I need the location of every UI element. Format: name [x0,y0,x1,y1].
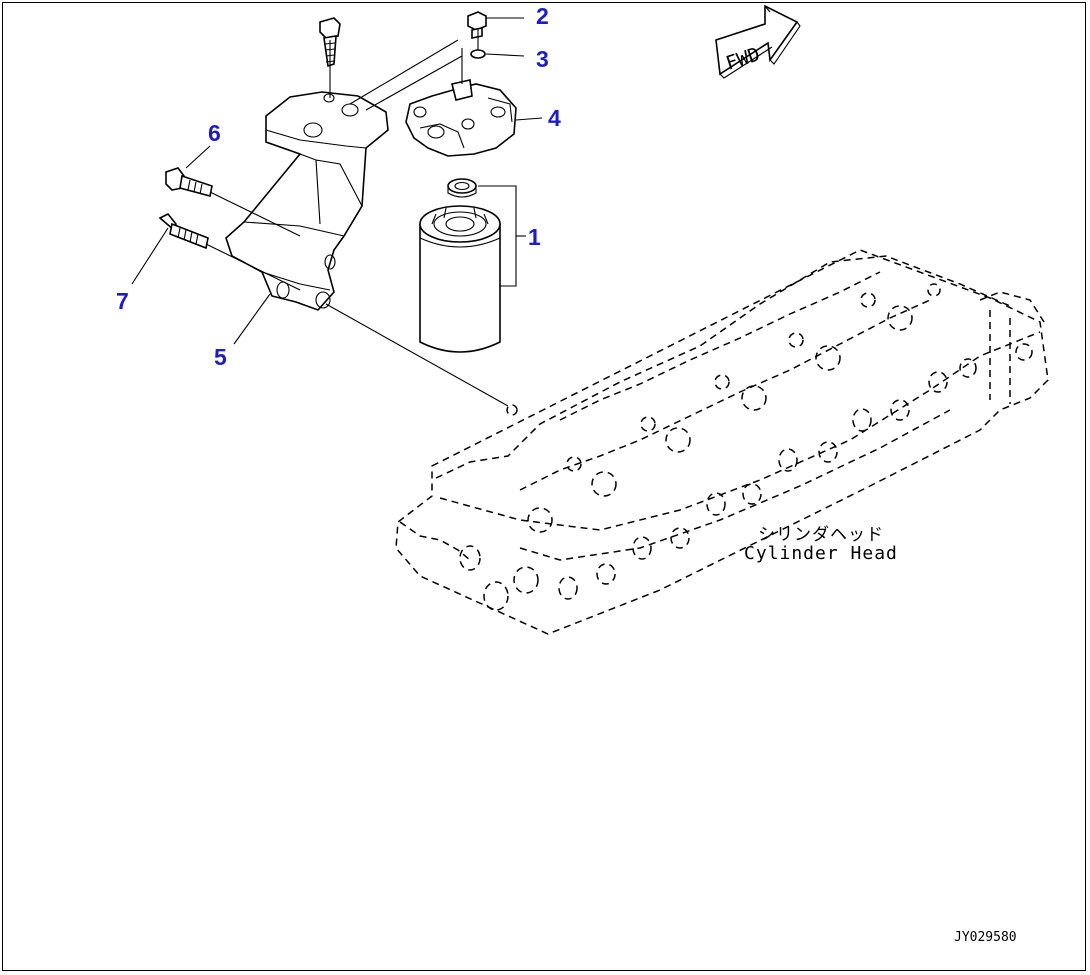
bracket-part [225,91,389,311]
bolt-6-part [165,167,213,197]
filter-head-bolt [467,11,487,39]
callout-7: 7 [116,288,129,314]
callout-2: 2 [536,3,549,29]
stud-7-part [158,212,209,250]
drawing-number: JY029580 [954,930,1017,945]
cylinder-head-ports [459,358,977,611]
callout-6: 6 [208,120,221,146]
oil-filter-part [419,178,501,353]
bracket-top-bolt [319,17,341,68]
cylinder-head-label-en: Cylinder Head [744,543,898,564]
assembly-lines [131,17,543,407]
cylinder-head-label-jp: シリンダヘッド [758,525,884,545]
callout-1: 1 [528,224,541,250]
cylinder-head-outline [395,249,1049,635]
filter-head-part [405,79,517,157]
fwd-arrow-icon: FWD [715,4,801,79]
cylinder-head-valves [506,271,941,533]
callout-4: 4 [548,105,561,131]
callout-3: 3 [536,46,549,72]
callout-5: 5 [214,344,227,370]
o-ring-part [470,49,486,59]
